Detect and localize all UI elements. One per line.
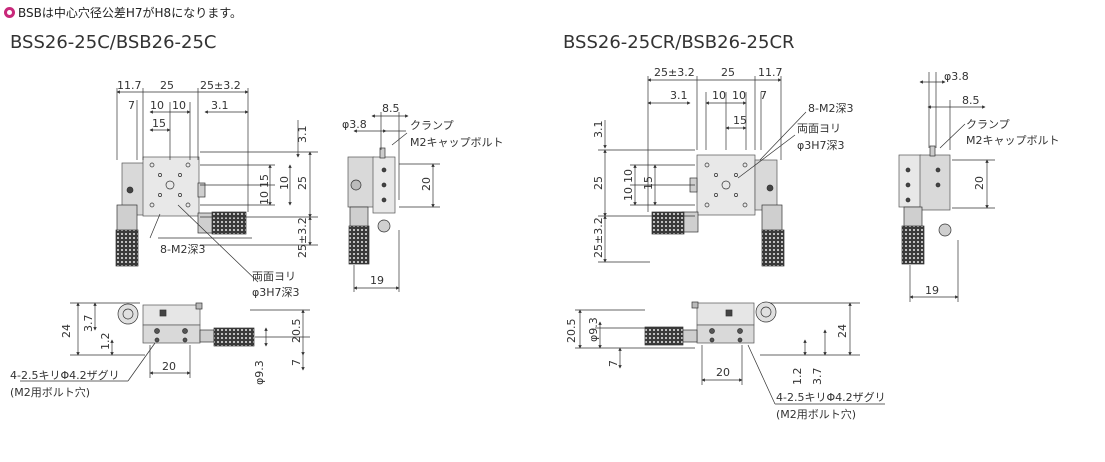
callout-label: 4-2.5キリΦ4.2ザグリ: [776, 390, 886, 404]
dim-label: 20: [716, 366, 730, 379]
dim-label: 15: [258, 174, 271, 188]
dim-label: 3.1: [670, 89, 688, 102]
model-title-right: BSS26-25CR/BSB26-25CR: [563, 32, 795, 53]
callout-label: (M2用ボルト穴): [776, 407, 856, 421]
dim-label: 3.1: [296, 126, 309, 144]
dim-label: 1.2: [99, 333, 112, 351]
left-front-dims: 24 3.7 1.2 20.5 7 φ9.3 20 4-2.5キリΦ4.2ザグリ…: [10, 315, 303, 400]
right-front-dims: 20.5 φ9.3 7 24 20 1.2 3.7 4-2.5キリΦ4.2ザグリ…: [565, 317, 886, 421]
dim-label: 10: [712, 89, 726, 102]
dim-label: φ9.3: [587, 317, 600, 342]
dim-label: 15: [733, 114, 747, 127]
right-front-view: [575, 301, 885, 405]
side-label: M2キャップボルト: [410, 136, 504, 149]
bsb-note: BSBは中心穴径公差H7がH8になります。: [4, 4, 242, 21]
dim-label: 8.5: [382, 102, 400, 115]
dim-label: 3.7: [811, 368, 824, 386]
bsb-note-text: BSBは中心穴径公差H7がH8になります。: [18, 6, 242, 20]
dim-label: 10: [172, 99, 186, 112]
left-side-dims: 8.5 φ3.8 20 19 クランプ M2キャップボルト: [342, 102, 504, 287]
dim-label: 20: [162, 360, 176, 373]
callout-label: 両面ヨリ: [797, 122, 841, 135]
left-top-dims: 11.7 25 25±3.2 7 10 10 3.1 15 3.1 15 10 …: [117, 79, 309, 299]
right-top-dims: 25±3.2 25 11.7 3.1 10 10 7 15 3.1 10 10 …: [592, 66, 853, 258]
dim-label: φ3.8: [342, 118, 367, 131]
dim-label: 25±3.2: [296, 217, 309, 258]
callout-label: 8-M2深3: [808, 102, 853, 115]
side-label: クランプ: [410, 119, 454, 132]
dim-label: 25±3.2: [592, 217, 605, 258]
right-top-view: [598, 76, 807, 267]
dim-label: 1.2: [791, 368, 804, 386]
dim-label: 25±3.2: [200, 79, 241, 92]
dim-label: 20.5: [290, 319, 303, 344]
dim-label: 24: [836, 324, 849, 338]
model-title-left: BSS26-25C/BSB26-25C: [10, 32, 217, 53]
circle-bullet-icon: [4, 7, 15, 18]
dim-label: 11.7: [758, 66, 783, 79]
dim-label: 20.5: [565, 319, 578, 344]
dim-label: 7: [128, 99, 135, 112]
dim-label: 11.7: [117, 79, 142, 92]
dim-label: 19: [370, 274, 384, 287]
right-side-dims: φ3.8 8.5 20 19 クランプ M2キャップボルト: [925, 70, 1060, 297]
dim-label: 10: [622, 187, 635, 201]
dim-label: 10: [622, 169, 635, 183]
callout-label: 8-M2深3: [160, 243, 205, 256]
callout-label: φ3H7深3: [797, 139, 845, 152]
dim-label: 7: [290, 359, 303, 366]
dim-label: 3.1: [592, 121, 605, 139]
callout-label: φ3H7深3: [252, 286, 300, 299]
dim-label: 25±3.2: [654, 66, 695, 79]
dim-label: 15: [152, 117, 166, 130]
dim-label: 24: [60, 324, 73, 338]
dim-label: 20: [973, 176, 986, 190]
right-side-view: [898, 72, 995, 302]
dim-label: 10: [258, 191, 271, 205]
dim-label: 20: [420, 177, 433, 191]
side-label: M2キャップボルト: [966, 134, 1060, 147]
dim-label: 10: [150, 99, 164, 112]
callout-label: 両面ヨリ: [252, 270, 296, 283]
dim-label: 7: [607, 360, 620, 367]
dim-label: 25: [592, 176, 605, 190]
side-label: クランプ: [966, 118, 1010, 131]
dim-label: 8.5: [962, 94, 980, 107]
dim-label: 25: [721, 66, 735, 79]
callout-label: (M2用ボルト穴): [10, 385, 90, 399]
dim-label: 10: [732, 89, 746, 102]
dim-label: 19: [925, 284, 939, 297]
dim-label: 7: [760, 89, 767, 102]
dim-label: 3.7: [82, 315, 95, 333]
dim-label: φ3.8: [944, 70, 969, 83]
dim-label: 10: [278, 176, 291, 190]
dim-label: 15: [642, 176, 655, 190]
callout-label: 4-2.5キリΦ4.2ザグリ: [10, 368, 120, 382]
left-front-view: [20, 302, 310, 382]
dim-label: 3.1: [211, 99, 229, 112]
left-top-view: [115, 88, 318, 283]
left-side-view: [347, 112, 440, 292]
dim-label: φ9.3: [253, 360, 266, 385]
dim-label: 25: [160, 79, 174, 92]
dim-label: 25: [296, 176, 309, 190]
